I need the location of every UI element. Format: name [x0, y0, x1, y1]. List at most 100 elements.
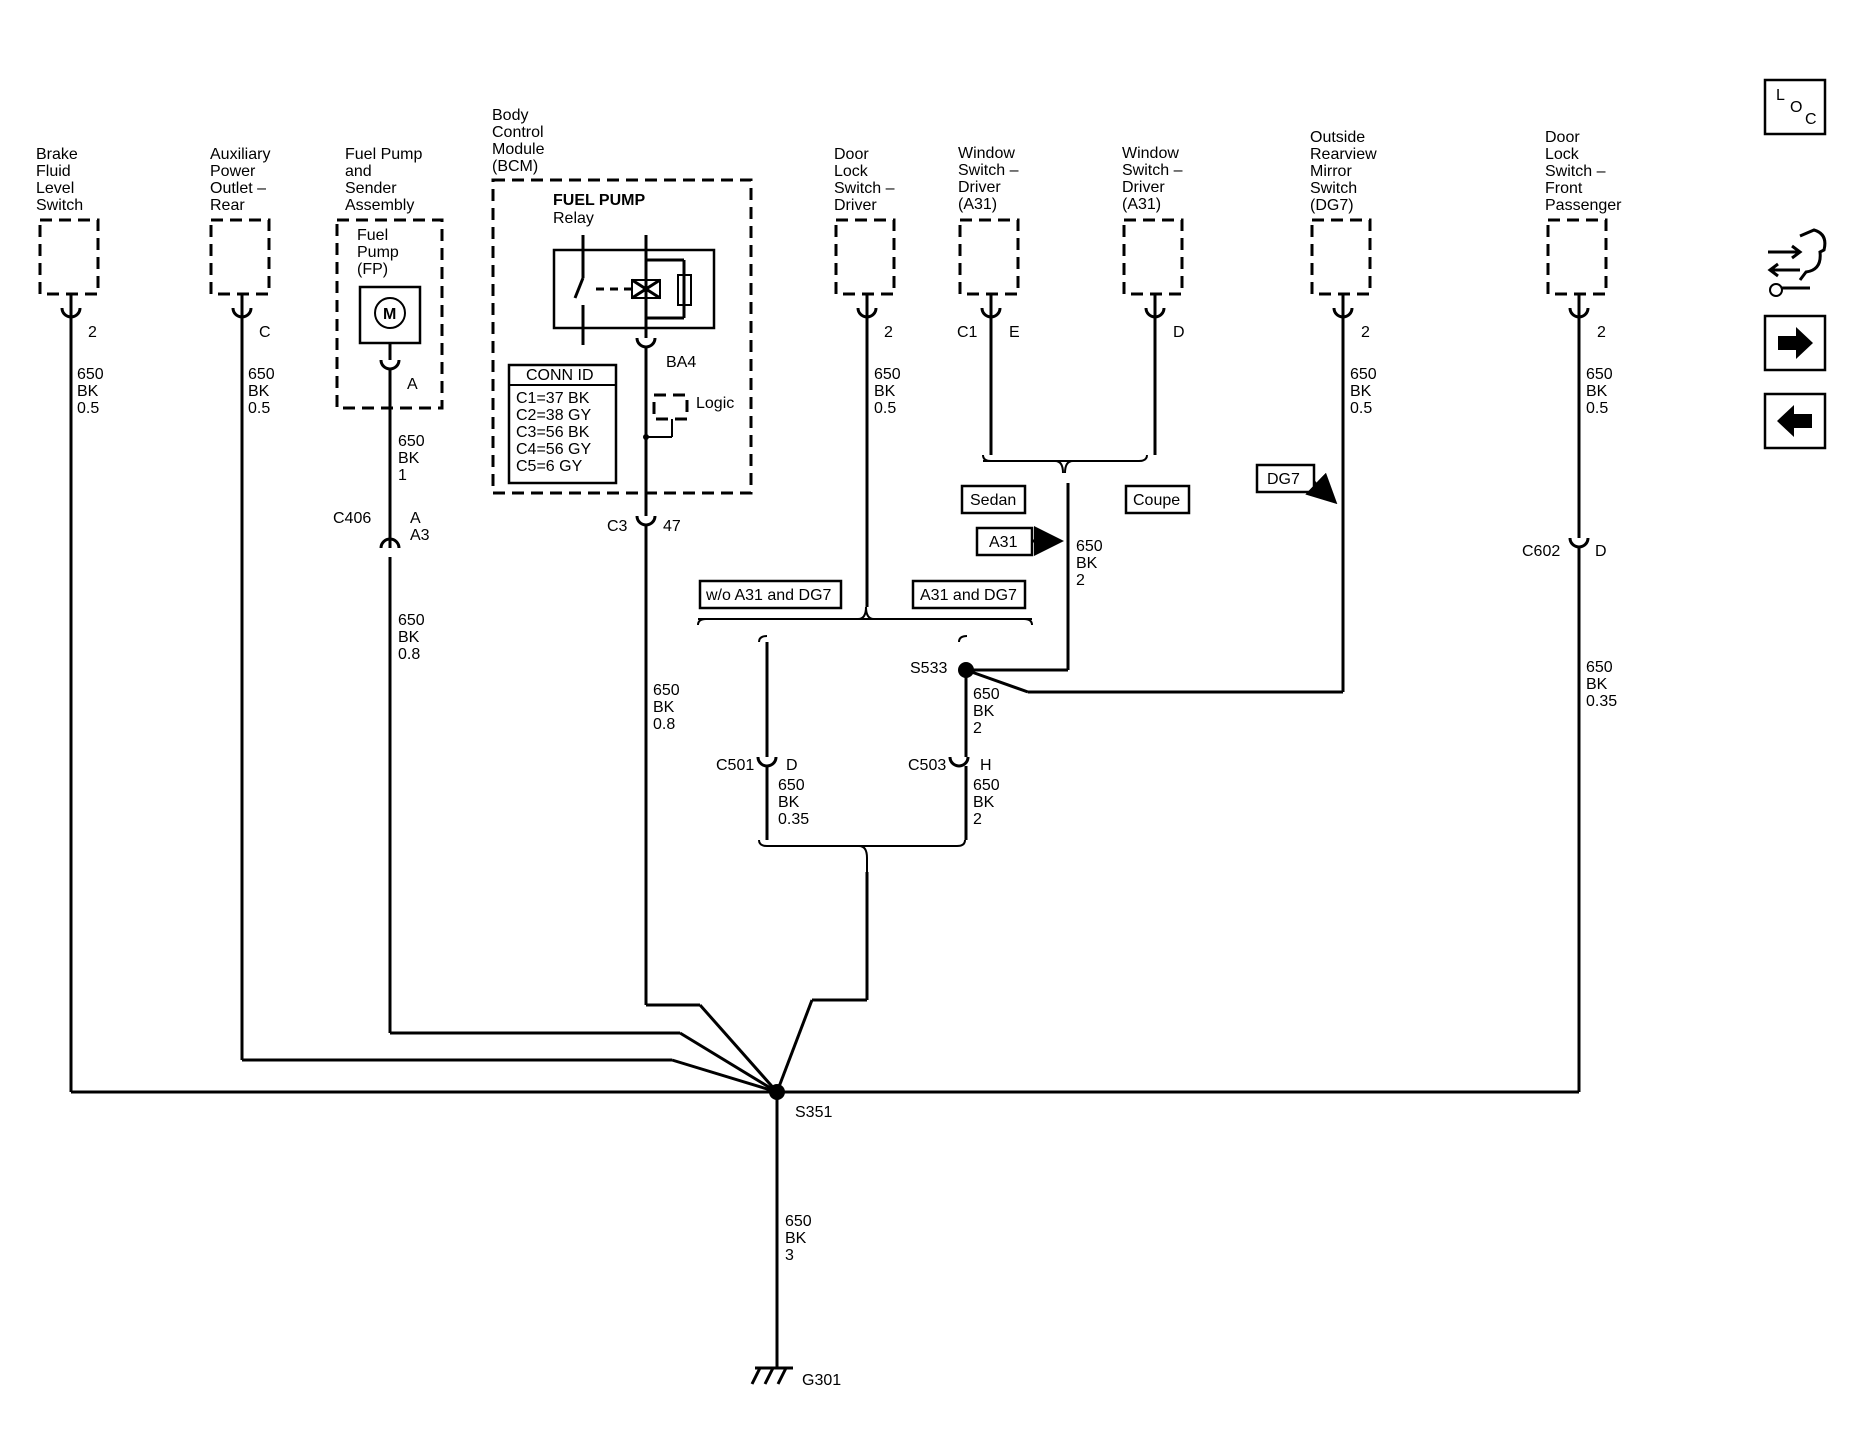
pin-fp: A — [407, 376, 418, 393]
svg-text:650: 650 — [973, 777, 1000, 794]
option-sedan: Sedan — [970, 492, 1016, 509]
wire-label-c503: 650 BK 2 — [973, 777, 1000, 828]
svg-text:Auxiliary: Auxiliary — [210, 146, 270, 163]
option-box-coupe — [1124, 484, 1191, 515]
connector-c3: C3 — [607, 518, 628, 535]
svg-text:0.5: 0.5 — [1350, 400, 1372, 417]
svg-text:2: 2 — [973, 720, 982, 737]
svg-text:650: 650 — [785, 1213, 812, 1230]
svg-text:(A31): (A31) — [1122, 196, 1161, 213]
svg-text:BK: BK — [874, 383, 896, 400]
svg-text:3: 3 — [785, 1247, 794, 1264]
wire-label-bcm: 650 BK 0.8 — [653, 682, 680, 733]
label-body-control-module: Body Control Module (BCM) — [492, 107, 545, 175]
ground-g301-label: G301 — [802, 1372, 841, 1389]
svg-text:1: 1 — [398, 467, 407, 484]
back-arrow-button[interactable] — [1763, 392, 1827, 450]
svg-text:BK: BK — [785, 1230, 807, 1247]
label-auxiliary-power-outlet: Auxiliary Power Outlet – Rear — [210, 146, 270, 214]
svg-text:Power: Power — [210, 163, 256, 180]
svg-text:Module: Module — [492, 141, 545, 158]
svg-text:Sender: Sender — [345, 180, 397, 197]
label-fuel-pump-fp: Fuel Pump (FP) — [357, 227, 399, 278]
pin-aux: C — [259, 324, 271, 341]
option-box-a31-dg7 — [911, 579, 1027, 610]
svg-text:Driver: Driver — [1122, 179, 1165, 196]
svg-text:0.8: 0.8 — [653, 716, 675, 733]
wire-label-ground: 650 BK 3 — [785, 1213, 812, 1264]
component-box-door-pass — [1546, 218, 1608, 296]
svg-text:Switch: Switch — [36, 197, 83, 214]
svg-text:L: L — [1776, 87, 1785, 104]
svg-text:2: 2 — [973, 811, 982, 828]
svg-text:650: 650 — [778, 777, 805, 794]
svg-text:BK: BK — [973, 703, 995, 720]
conn-id-row: C5=6 GY — [516, 458, 583, 475]
svg-text:BK: BK — [1586, 676, 1608, 693]
left-arrow-icon — [1777, 405, 1812, 437]
svg-text:2: 2 — [1076, 572, 1085, 589]
svg-text:Passenger: Passenger — [1545, 197, 1622, 214]
loc-button[interactable]: L O C — [1763, 78, 1827, 136]
svg-text:Door: Door — [834, 146, 869, 163]
relay-symbol-icon — [573, 235, 692, 345]
splice-s351 — [769, 1084, 785, 1100]
component-box-mirror — [1310, 218, 1372, 296]
wire-label-s533: 650 BK 2 — [973, 686, 1000, 737]
fuel-pump-relay-box — [552, 248, 716, 330]
option-box-dg7 — [1255, 463, 1316, 494]
component-box-door-driver — [834, 218, 896, 296]
svg-text:0.5: 0.5 — [1586, 400, 1608, 417]
svg-text:650: 650 — [653, 682, 680, 699]
wire-label-mirror: 650 BK 0.5 — [1350, 366, 1377, 417]
svg-text:650: 650 — [248, 366, 275, 383]
label-door-lock-switch-driver: Door Lock Switch – Driver — [834, 146, 895, 214]
connector-c406-a3: A3 — [410, 527, 430, 544]
svg-text:650: 650 — [1586, 366, 1613, 383]
svg-text:Window: Window — [958, 145, 1015, 162]
svg-text:BK: BK — [398, 629, 420, 646]
ground-g301-icon — [750, 1366, 793, 1385]
svg-text:0.8: 0.8 — [398, 646, 420, 663]
pin-mirror: 2 — [1361, 324, 1370, 341]
wire-label-c501: 650 BK 0.35 — [778, 777, 809, 828]
motor-symbol: M — [383, 306, 396, 323]
label-brake-fluid-level-switch: Brake Fluid Level Switch — [36, 146, 83, 214]
svg-text:Lock: Lock — [834, 163, 869, 180]
splice-s351-label: S351 — [795, 1104, 832, 1121]
svg-text:Switch: Switch — [1310, 180, 1357, 197]
svg-text:Control: Control — [492, 124, 544, 141]
svg-text:(A31): (A31) — [958, 196, 997, 213]
svg-text:Window: Window — [1122, 145, 1179, 162]
connector-c503: C503 — [908, 757, 946, 774]
svg-text:Switch –: Switch – — [1545, 163, 1606, 180]
svg-text:Mirror: Mirror — [1310, 163, 1352, 180]
forward-arrow-button[interactable] — [1763, 314, 1827, 372]
svg-text:Rear: Rear — [210, 197, 245, 214]
splice-s533 — [958, 662, 974, 678]
label-window-switch-driver-1: Window Switch – Driver (A31) — [958, 145, 1019, 213]
conn-id-row: C1=37 BK — [516, 390, 590, 407]
logic-box — [652, 393, 689, 421]
svg-text:Switch –: Switch – — [834, 180, 895, 197]
pin-ba4: BA4 — [666, 354, 696, 371]
svg-text:0.5: 0.5 — [874, 400, 896, 417]
svg-text:0.35: 0.35 — [1586, 693, 1617, 710]
wire-label-door-pass-upper: 650 BK 0.5 — [1586, 366, 1613, 417]
connector-c503-pin: H — [980, 757, 992, 774]
svg-text:BK: BK — [653, 699, 675, 716]
label-fuel-pump-sender-assembly: Fuel Pump and Sender Assembly — [345, 146, 422, 214]
pin-window-1: E — [1009, 324, 1020, 341]
wire-label-fp-upper: 650 BK 1 — [398, 433, 425, 484]
option-a31: A31 — [989, 534, 1018, 551]
svg-text:Rearview: Rearview — [1310, 146, 1377, 163]
svg-text:Pump: Pump — [357, 244, 399, 261]
svg-text:650: 650 — [398, 612, 425, 629]
component-box-aux — [209, 218, 271, 296]
pin-door-pass: 2 — [1597, 324, 1606, 341]
connector-tools-icon[interactable] — [1767, 228, 1827, 297]
pin-door-driver: 2 — [884, 324, 893, 341]
conn-id-title: CONN ID — [526, 367, 594, 384]
connector-c3-pin: 47 — [663, 518, 681, 535]
connector-c406: C406 — [333, 510, 371, 527]
